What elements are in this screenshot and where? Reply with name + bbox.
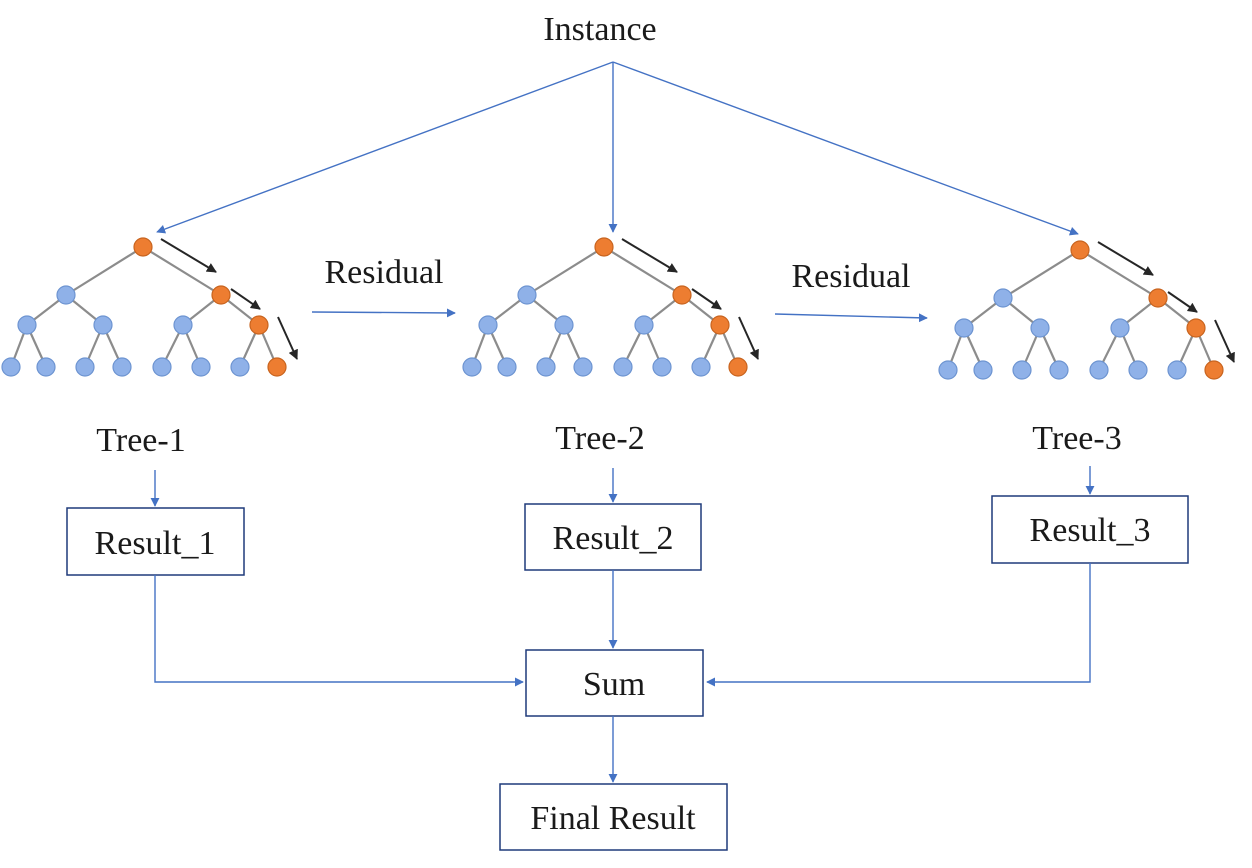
- arrow-result-3-to-sum: [706, 563, 1091, 687]
- tree-3-graphic: [938, 240, 1235, 380]
- tree-node: [573, 357, 593, 377]
- tree-edge: [1002, 249, 1081, 299]
- tree-node: [938, 360, 958, 380]
- tree-node: [75, 357, 95, 377]
- arrow-instance-to-tree-3: [612, 61, 1079, 236]
- tree-node: [56, 285, 76, 305]
- tree-node: [517, 285, 537, 305]
- result-3-label: Result_3: [1030, 512, 1151, 549]
- tree-node: [954, 318, 974, 338]
- tree-node: [652, 357, 672, 377]
- tree-node-highlight: [1204, 360, 1224, 380]
- tree-node: [152, 357, 172, 377]
- tree-node-highlight: [1186, 318, 1206, 338]
- tree-node-highlight: [133, 237, 153, 257]
- path-direction-arrow: [277, 316, 298, 360]
- tree-node: [462, 357, 482, 377]
- result-2-box: Result_2: [524, 503, 702, 571]
- tree-node: [1128, 360, 1148, 380]
- tree-node: [17, 315, 37, 335]
- tree-node-highlight: [267, 357, 287, 377]
- tree-node: [993, 288, 1013, 308]
- tree-3-label: Tree-3: [1032, 420, 1121, 457]
- path-direction-arrow: [738, 316, 759, 360]
- path-direction-arrow: [1167, 291, 1198, 313]
- tree-node: [36, 357, 56, 377]
- tree-1-graphic: [1, 237, 298, 377]
- tree-node-highlight: [672, 285, 692, 305]
- tree-node-highlight: [249, 315, 269, 335]
- result-1-box: Result_1: [66, 507, 245, 576]
- tree-node: [1030, 318, 1050, 338]
- tree-node: [973, 360, 993, 380]
- tree-node: [112, 357, 132, 377]
- tree-node: [1167, 360, 1187, 380]
- path-direction-arrow: [1097, 241, 1154, 276]
- path-direction-arrow: [160, 238, 217, 273]
- tree-node-highlight: [1070, 240, 1090, 260]
- tree-edge: [1079, 249, 1159, 299]
- result-1-label: Result_1: [95, 525, 216, 562]
- arrow-residual-1: [311, 308, 456, 318]
- tree-node: [478, 315, 498, 335]
- tree-node-highlight: [1148, 288, 1168, 308]
- tree-node: [1049, 360, 1069, 380]
- path-direction-arrow: [230, 288, 261, 310]
- tree-node-highlight: [594, 237, 614, 257]
- path-direction-arrow: [691, 288, 722, 310]
- tree-edge: [526, 246, 605, 296]
- tree-edge: [142, 246, 222, 296]
- arrow-residual-2: [774, 313, 928, 323]
- result-2-label: Result_2: [553, 520, 674, 557]
- instance-arrows: [156, 61, 1079, 236]
- tree-node: [230, 357, 250, 377]
- instance-label: Instance: [543, 11, 656, 48]
- tree-2-label: Tree-2: [555, 420, 644, 457]
- residual-label-1: Residual: [325, 254, 444, 291]
- tree-node: [613, 357, 633, 377]
- tree-node: [1110, 318, 1130, 338]
- tree-node: [497, 357, 517, 377]
- sum-box: Sum: [525, 649, 704, 717]
- tree-node: [173, 315, 193, 335]
- arrow-instance-to-tree-1: [156, 61, 614, 234]
- tree-node-highlight: [728, 357, 748, 377]
- tree-2-graphic: [462, 237, 759, 377]
- result-3-box: Result_3: [991, 495, 1189, 564]
- residual-label-2: Residual: [792, 258, 911, 295]
- tree-edge: [603, 246, 683, 296]
- tree-node: [691, 357, 711, 377]
- tree-1-label: Tree-1: [96, 422, 185, 459]
- sum-label: Sum: [583, 666, 645, 703]
- tree-edge: [65, 246, 144, 296]
- tree-node: [1012, 360, 1032, 380]
- tree-node: [1, 357, 21, 377]
- tree-node: [1089, 360, 1109, 380]
- tree-node: [93, 315, 113, 335]
- tree-node: [554, 315, 574, 335]
- tree-node: [634, 315, 654, 335]
- tree-node-highlight: [710, 315, 730, 335]
- final-result-box: Final Result: [499, 783, 728, 851]
- tree-node-highlight: [211, 285, 231, 305]
- tree-node: [536, 357, 556, 377]
- path-direction-arrow: [1214, 319, 1235, 363]
- arrow-result-1-to-sum: [154, 575, 524, 687]
- final-result-label: Final Result: [530, 800, 696, 837]
- tree-node: [191, 357, 211, 377]
- path-direction-arrow: [621, 238, 678, 273]
